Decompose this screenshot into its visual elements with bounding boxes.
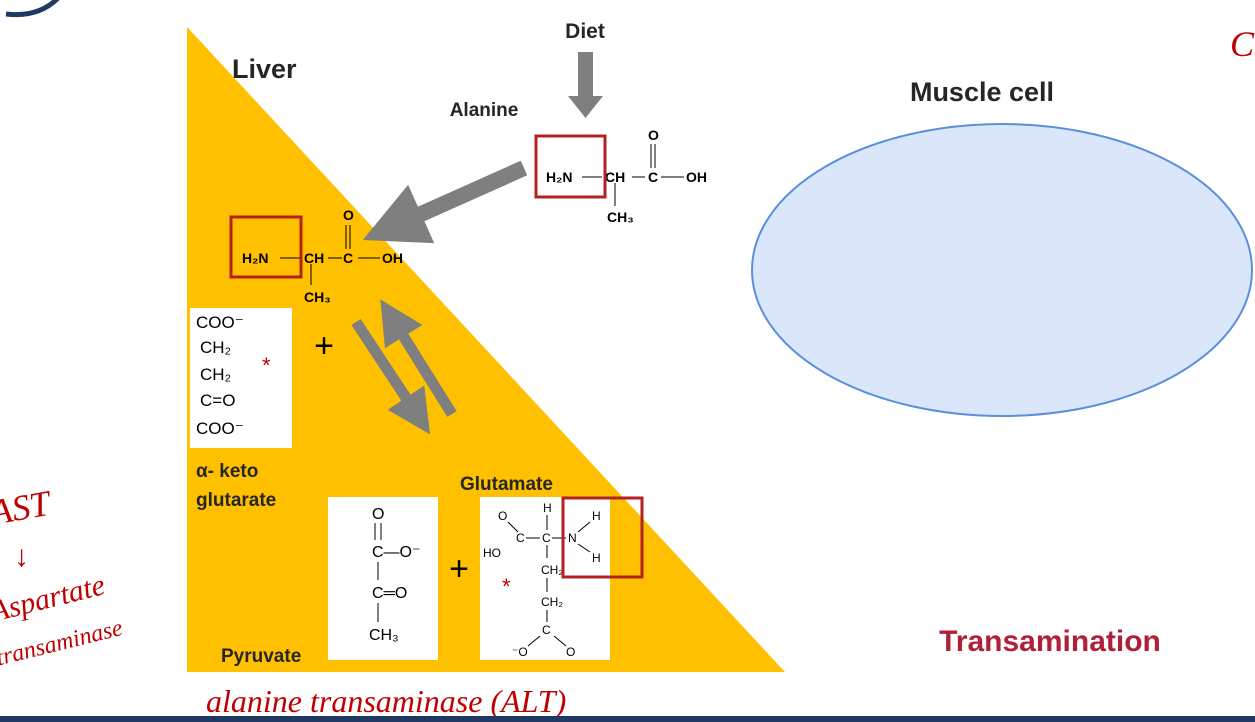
alanine-liver-amine: H₂N: [242, 250, 268, 266]
alanine-diet-o: O: [648, 127, 659, 143]
glutamate-label: Glutamate: [460, 474, 553, 495]
akg-line-5: COO⁻: [196, 419, 244, 438]
muscle-cell-label: Muscle cell: [910, 77, 1054, 107]
pyruvate-structure: O C—O⁻ C═O CH₃: [369, 506, 420, 644]
alpha-keto-label-2: glutarate: [196, 490, 276, 511]
pyruvate-label: Pyruvate: [221, 646, 301, 667]
alpha-keto-structure-box: [190, 308, 292, 448]
reverse-reaction-arrow: [380, 299, 457, 417]
diet-label: Diet: [565, 20, 605, 43]
logo-arc-icon: [5, 0, 60, 18]
glutamate-amine-highlight: [561, 496, 644, 579]
transamination-label: Transamination: [939, 625, 1161, 658]
glu-o: O: [498, 509, 507, 523]
glu-c2: C: [542, 531, 551, 545]
akg-line-1: COO⁻: [196, 313, 244, 332]
glu-h-low: H: [592, 551, 601, 565]
alanine-liver-ch3: CH₃: [304, 289, 331, 305]
glu-ho: HO: [483, 546, 501, 560]
hand-ast: AST: [0, 482, 56, 533]
glu-o-minus: ⁻O: [512, 645, 528, 659]
alanine-liver-ch: CH: [304, 250, 324, 266]
glu-asterisk: *: [502, 574, 511, 599]
alanine-liver-oh: OH: [382, 250, 403, 266]
alanine-liver-o: O: [343, 207, 354, 223]
alanine-diet-ch: CH: [605, 169, 625, 185]
glu-ch2-b: CH₂: [541, 595, 563, 609]
alanine-diet-structure: H₂N CH C O OH CH₃: [546, 127, 707, 225]
plus-sign-2: +: [449, 550, 469, 588]
glu-c3: C: [542, 623, 551, 637]
alanine-to-liver-arrow: [362, 160, 528, 244]
forward-reaction-arrow: [351, 318, 431, 435]
akg-line-3: CH₂: [200, 365, 231, 384]
alpha-keto-label-1: α- keto: [196, 461, 258, 482]
akg-asterisk: *: [262, 353, 271, 378]
alanine-diet-c: C: [648, 169, 658, 185]
plus-sign-1: +: [314, 327, 334, 365]
alpha-keto-structure: COO⁻ CH₂ CH₂ C=O COO⁻: [196, 313, 244, 438]
glu-n: N: [568, 531, 577, 545]
alanine-diet-oh: OH: [686, 169, 707, 185]
alanine-liver-structure: H₂N CH C O OH CH₃: [242, 207, 403, 305]
hand-arrow: ↓: [14, 540, 29, 573]
pyruvate-carboxylate: C—O⁻: [372, 544, 420, 561]
muscle-cell-ellipse: [751, 123, 1253, 417]
glu-c1: C: [516, 531, 525, 545]
glu-o-bottom: O: [566, 645, 575, 659]
akg-line-4: C=O: [200, 391, 235, 410]
pyruvate-ch3: CH₃: [369, 627, 399, 644]
diet-arrow: [568, 52, 603, 118]
pyruvate-o-top: O: [372, 506, 384, 523]
pyruvate-keto: C═O: [372, 585, 407, 602]
glu-ch2-a: CH₂: [541, 563, 563, 577]
diet-amine-highlight: [534, 134, 607, 199]
glu-h-top: H: [543, 501, 552, 515]
liver-amine-highlight: [229, 215, 303, 279]
glu-h-right: H: [592, 509, 601, 523]
hand-transaminase: transaminase: [0, 615, 126, 672]
alanine-diet-ch3: CH₃: [607, 209, 634, 225]
hand-aspartate: Aspartate: [0, 568, 108, 629]
alanine-liver-c: C: [343, 250, 353, 266]
pyruvate-structure-box: [328, 497, 438, 660]
alanine-label: Alanine: [450, 100, 519, 121]
hand-corner: C: [1230, 24, 1255, 64]
liver-label: Liver: [232, 54, 297, 84]
hand-alt: alanine transaminase (ALT): [206, 683, 566, 719]
glutamate-structure: O H H C C N HO H CH₂ CH₂ C ⁻O O: [483, 501, 601, 659]
footer-bar: [0, 716, 1255, 722]
akg-line-2: CH₂: [200, 338, 231, 357]
alanine-diet-amine: H₂N: [546, 169, 572, 185]
